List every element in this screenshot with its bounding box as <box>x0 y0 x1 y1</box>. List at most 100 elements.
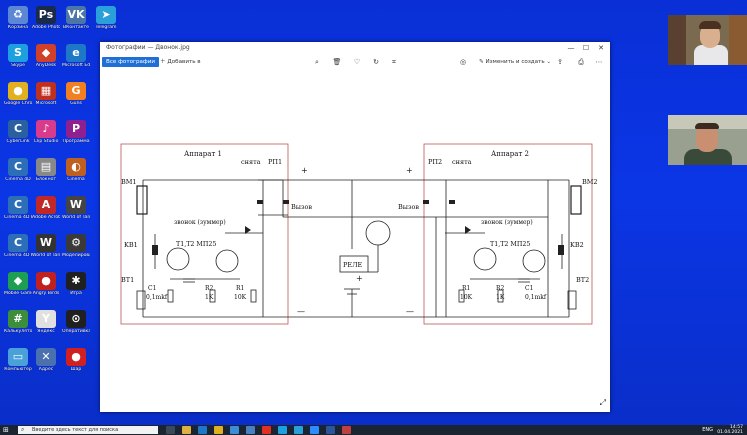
schematic-bm1: BM1 <box>121 178 137 186</box>
wot-icon: W <box>36 234 56 252</box>
explorer-taskbar-icon[interactable] <box>182 426 191 434</box>
photo-viewer[interactable]: Аппарат 1 Аппарат 2 снята РП1 РП2 снята … <box>100 69 610 412</box>
desktop-icon[interactable]: ◆Mobile Game <box>4 272 32 296</box>
desktop-icon[interactable]: ◐Cinema <box>62 158 90 182</box>
desktop-icon-label: Компьютер <box>4 367 32 372</box>
task-view-icon[interactable] <box>166 426 175 434</box>
skype-taskbar-icon[interactable] <box>278 426 287 434</box>
telegram-icon: ➤ <box>96 6 116 24</box>
desktop-icon[interactable]: ♪Clip Studio <box>32 120 60 144</box>
desktop-icon[interactable]: ●Angry Birds <box>32 272 60 296</box>
favorite-icon[interactable]: ♡ <box>353 58 361 66</box>
desktop-icon[interactable]: ▤Блокнот <box>32 158 60 182</box>
desktop-icon-label: Корзина <box>7 25 29 30</box>
clock-date: 01.04.2021 <box>717 430 743 435</box>
add-to-button[interactable]: ＋ Добавить в <box>160 59 201 65</box>
schematic-left-r1-value: 10K <box>234 294 247 301</box>
taskbar-search-input[interactable]: ⌕ Введите здесь текст для поиска <box>18 426 158 434</box>
delete-icon[interactable]: 🗑 <box>332 58 342 66</box>
chrome-taskbar-icon[interactable] <box>214 426 223 434</box>
schematic-right-minus: — <box>406 307 414 316</box>
acrobat-icon: A <box>36 196 56 214</box>
print-icon[interactable]: ⎙ <box>578 58 584 66</box>
edit-create-label: Изменить и создать <box>485 59 545 65</box>
wot-blitz-icon: W <box>66 196 86 214</box>
desktop-icon-label: World of Tanks Blitz <box>62 215 90 220</box>
schematic-bm2: BM2 <box>582 178 598 186</box>
all-photos-button[interactable]: Все фотографии <box>102 57 159 67</box>
store-taskbar-icon[interactable] <box>230 426 239 434</box>
desktop-icon-label: Angry Birds <box>32 291 60 296</box>
desktop-icon[interactable]: ▭Компьютер <box>4 348 32 372</box>
zoom-taskbar-icon[interactable] <box>310 426 319 434</box>
photos-taskbar-icon[interactable] <box>246 426 255 434</box>
schematic-right-relay: РП2 <box>428 158 442 166</box>
desktop-icon[interactable]: ⊙Оперативка <box>62 310 90 334</box>
desktop-icon-label: Калькулятор <box>4 329 32 334</box>
microsoft-icon: ▦ <box>36 82 56 100</box>
telegram-taskbar-icon[interactable] <box>294 426 303 434</box>
edit-create-button[interactable]: ✎ Изменить и создать ⌄ <box>479 59 552 65</box>
enhance-icon[interactable]: ◎ <box>459 58 467 66</box>
desktop-icon[interactable]: ✕Адрес <box>32 348 60 372</box>
close-button[interactable]: ✕ <box>598 44 604 52</box>
edge-taskbar-icon[interactable] <box>198 426 207 434</box>
taskbar-search-placeholder: Введите здесь текст для поиска <box>32 427 119 433</box>
start-button[interactable]: ⊞ <box>3 426 9 434</box>
app-taskbar-icon[interactable] <box>342 426 351 434</box>
word-taskbar-icon[interactable] <box>326 426 335 434</box>
maximize-button[interactable]: ☐ <box>582 44 590 52</box>
language-indicator[interactable]: ENG <box>702 427 713 433</box>
schematic-left-removed: снята <box>241 158 261 166</box>
desktop-icon[interactable]: ●Google Chrome <box>4 82 32 106</box>
desktop-icon[interactable]: ➤Telegram <box>92 6 120 30</box>
zoom-icon[interactable]: ⌕ <box>315 58 319 66</box>
desktop-icon[interactable]: ◆AnyDesk <box>32 44 60 68</box>
schematic-left-r2-value: 1K <box>205 294 214 301</box>
desktop-icon[interactable]: ♻Корзина <box>4 6 32 30</box>
desktop-icon[interactable]: ▦Microsoft <box>32 82 60 106</box>
photos-app-window[interactable]: Фотографии — Двонок.jpg — ☐ ✕ Все фотогр… <box>100 42 610 412</box>
desktop-icon-label: CyberLink <box>6 139 30 144</box>
desktop-icon[interactable]: ✱Игра <box>62 272 90 296</box>
schematic-left-c1: C1 <box>148 285 156 292</box>
schematic-battery-plus: + <box>356 274 363 283</box>
game-icon: ◆ <box>8 272 28 290</box>
window-titlebar[interactable]: Фотографии — Двонок.jpg — ☐ ✕ <box>100 42 610 55</box>
fullscreen-icon[interactable]: ⤢ <box>599 398 606 407</box>
photoshop-icon: Ps <box>36 6 56 24</box>
schematic-kb2: KB2 <box>570 241 584 249</box>
desktop-icon[interactable]: ●Шар <box>62 348 90 372</box>
program-icon: P <box>66 120 86 138</box>
minimize-button[interactable]: — <box>567 44 575 52</box>
schematic-right-r1-value: 10K <box>460 294 473 301</box>
webcam-video-1 <box>668 15 747 65</box>
share-icon[interactable]: ⇪ <box>557 58 563 66</box>
clock[interactable]: 14:57 01.04.2021 <box>717 425 743 435</box>
schematic-bt2: BT2 <box>576 276 589 284</box>
more-icon[interactable]: ⋯ <box>595 58 603 66</box>
skype-icon: S <box>8 44 28 62</box>
desktop-icon-label: Cinema 4D R20 <box>4 253 32 258</box>
desktop-icon-label: Программа <box>62 139 90 144</box>
desktop-icon[interactable]: #Калькулятор <box>4 310 32 334</box>
rotate-icon[interactable]: ↻ <box>373 58 379 66</box>
yandex-taskbar-icon[interactable] <box>262 426 271 434</box>
desktop-icon[interactable]: ⚙Моделирование <box>62 234 90 258</box>
schematic-right-c1: C1 <box>525 285 533 292</box>
crop-icon[interactable]: ⌗ <box>392 58 396 66</box>
